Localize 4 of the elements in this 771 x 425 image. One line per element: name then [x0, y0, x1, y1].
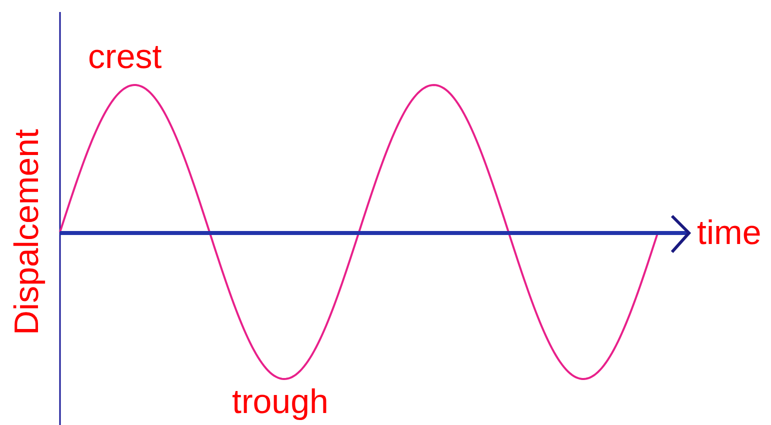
crest-label: crest [88, 40, 162, 74]
axis-title: time [697, 216, 762, 250]
axis-title: Dispalcement [10, 129, 44, 335]
trough-label: trough [232, 385, 328, 419]
